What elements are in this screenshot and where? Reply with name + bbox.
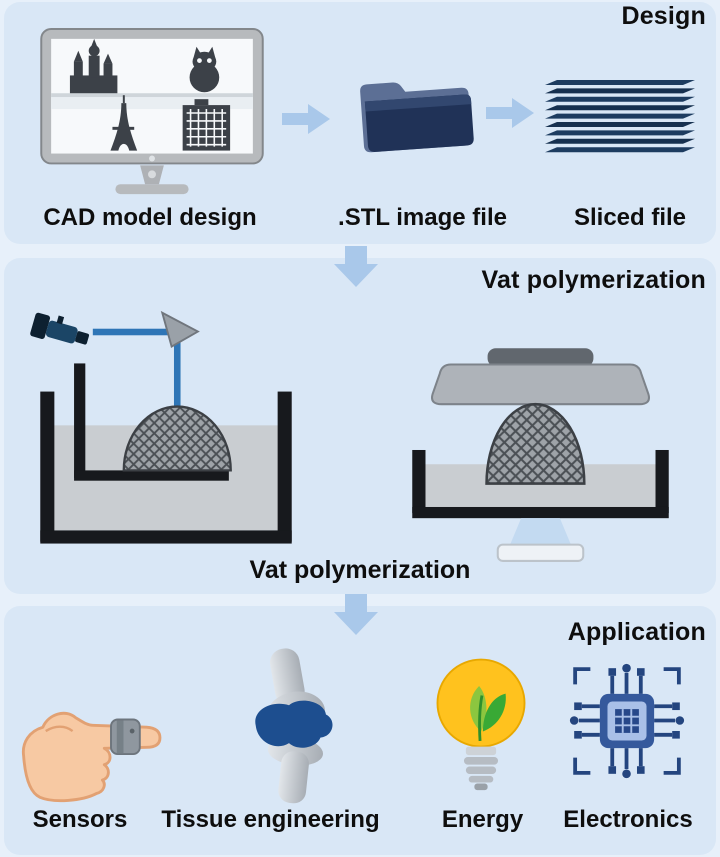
app-label-electronics: Electronics bbox=[563, 806, 693, 833]
app-label-sensors: Sensors bbox=[32, 806, 128, 833]
projector bbox=[496, 543, 585, 562]
step-label-stl-image-file: .STL image file bbox=[338, 204, 507, 231]
step-label-cad-model-design: CAD model design bbox=[43, 204, 257, 231]
design-section-title: Design bbox=[621, 2, 706, 30]
application-section-title: Application bbox=[567, 618, 706, 646]
printed-lattice-dome bbox=[485, 402, 586, 485]
microchip-icon bbox=[558, 652, 696, 790]
arrow-right-icon bbox=[282, 102, 332, 136]
vat-caption: Vat polymerization bbox=[249, 556, 471, 584]
arrow-down-icon bbox=[333, 246, 379, 288]
vat-section-title: Vat polymerization bbox=[481, 266, 706, 294]
stl-folder-icon bbox=[352, 68, 480, 164]
app-label-tissue-engineering: Tissue engineering bbox=[161, 806, 380, 833]
step-label-sliced-file: Sliced file bbox=[573, 204, 687, 231]
finger-sensor-band bbox=[110, 718, 141, 756]
arrow-down-icon bbox=[333, 594, 379, 636]
sliced-file-icon bbox=[545, 80, 695, 158]
arrow-right-icon bbox=[486, 96, 536, 130]
leaf-dark bbox=[482, 693, 506, 732]
cartilage bbox=[255, 700, 333, 748]
laser-beam-vertical bbox=[173, 331, 181, 413]
build-plate bbox=[431, 363, 650, 406]
dlp-printer-illustration bbox=[398, 336, 683, 565]
app-label-energy: Energy bbox=[441, 806, 524, 833]
laser-beam-horizontal bbox=[92, 328, 181, 336]
finger-sensor-icon bbox=[15, 660, 183, 804]
projector-light-beam bbox=[507, 518, 574, 550]
printed-lattice-dome bbox=[122, 405, 232, 472]
cad-monitor-icon bbox=[38, 26, 266, 202]
knee-joint-icon bbox=[215, 648, 363, 805]
mirror bbox=[160, 310, 200, 348]
laser-sla-printer-illustration bbox=[25, 294, 307, 552]
laser-emitter bbox=[30, 312, 90, 345]
energy-bulb-icon bbox=[428, 652, 534, 792]
